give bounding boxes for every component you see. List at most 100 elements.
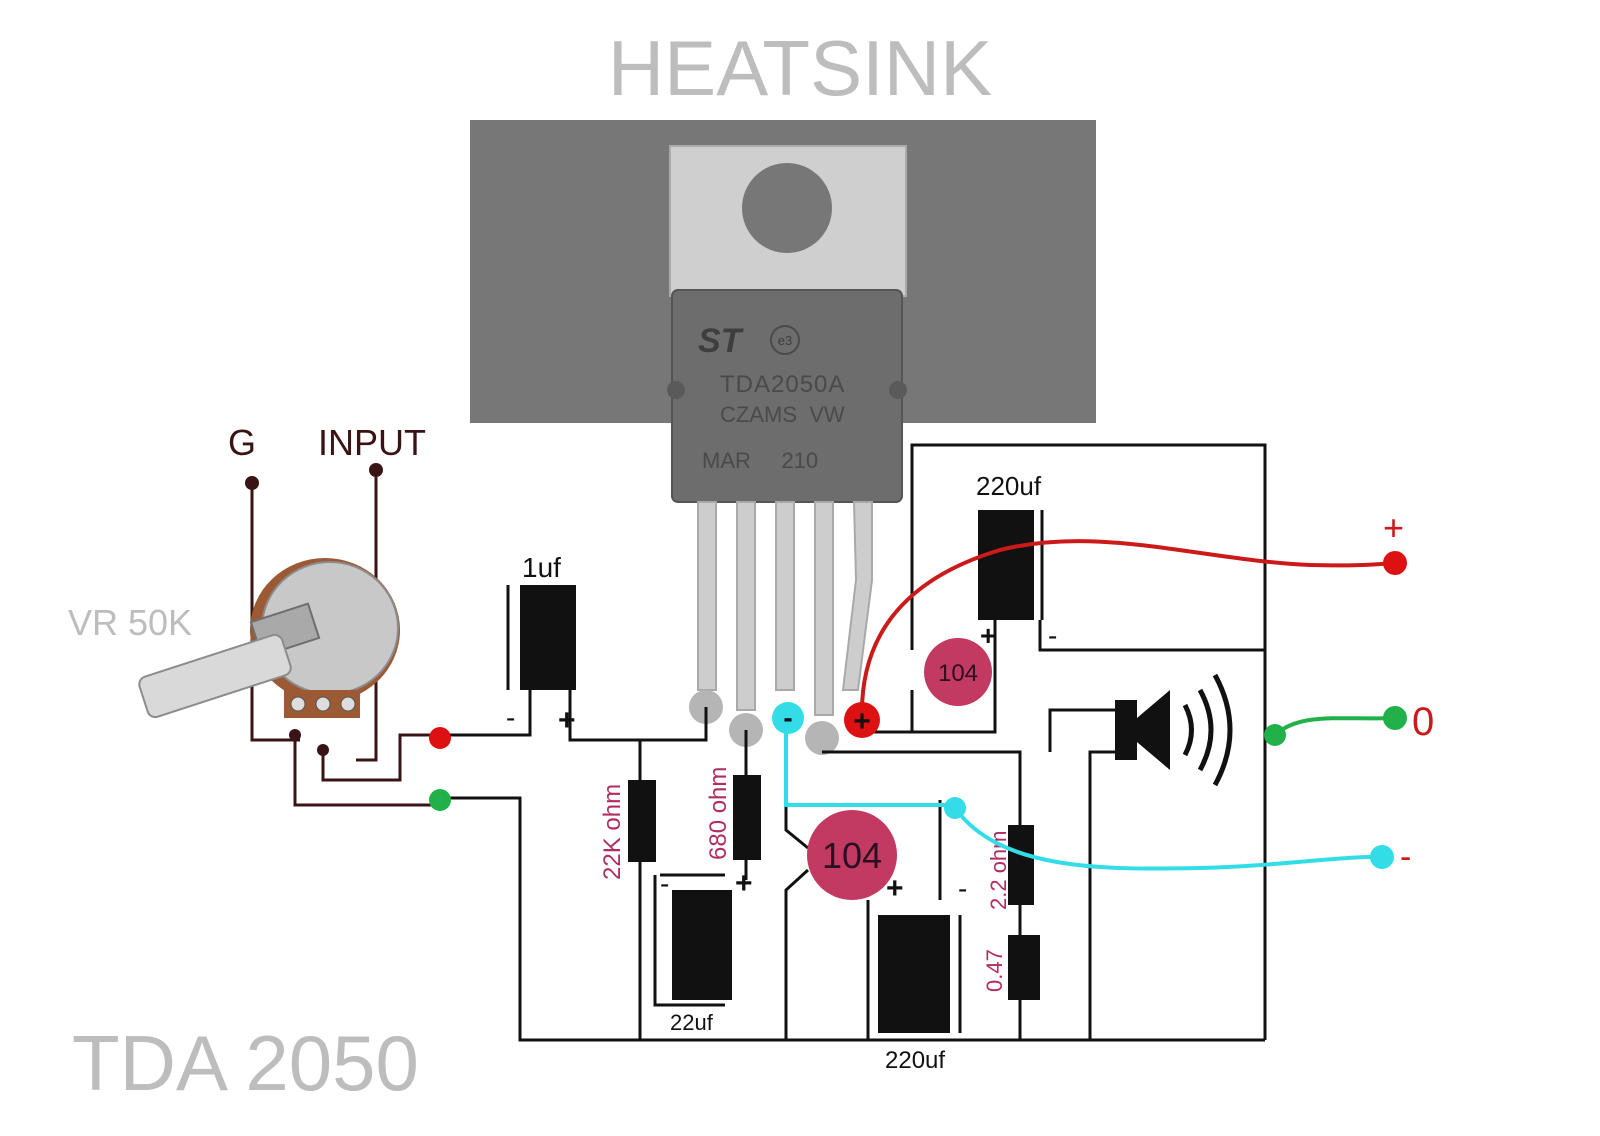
wire-output [822,750,1022,825]
cap-1uf-body [520,585,576,690]
pin-2 [736,501,756,711]
cap-220uf-top-body [978,510,1034,620]
input-signal-pad [429,727,451,749]
sound-wave-3 [1212,673,1233,787]
supply-minus-terminal [1370,845,1394,869]
cap-22uf: - + 22uf [660,867,753,1035]
cap-22uf-minus: - [660,868,669,899]
cap-1uf-label: 1uf [522,552,561,583]
g-label: G [228,422,256,463]
pot-joint-1 [289,729,301,741]
mounting-hole [742,163,832,253]
pot-shaft [138,633,292,719]
cap-220uf-bottom-minus: - [958,873,967,904]
cap-104-top [924,638,992,706]
res-047-body [1008,935,1040,1000]
pot-wiring [250,470,440,807]
pin4-minus-mark: - [783,702,792,733]
input-ground-pad [429,789,451,811]
input-label: INPUT [318,422,426,463]
cap-1uf: 1uf - + [506,552,576,737]
wire-104-gnd [784,868,810,1040]
cap-104-mid-label: 104 [822,835,882,876]
pot-pin-3 [340,696,356,712]
pin-4 [814,501,834,716]
g-terminal-dot [245,476,259,490]
cap-220uf-top: 220uf + - [976,471,1057,651]
pin-4-pad [805,721,839,755]
st-logo: ST [698,322,745,360]
tda2050-chip: ST e3 TDA2050A CZAMS VW MAR 210 [667,145,907,755]
minus-junction-dot [944,797,966,819]
cap-220uf-top-minus: - [1048,620,1057,651]
speaker-magnet [1115,700,1137,760]
pot-label: VR 50K [68,602,192,643]
pin5-plus-pad [844,702,880,738]
cap-220uf-bottom: + - 220uf [878,872,967,1074]
supply-minus-wire-b [953,806,1383,871]
wire-22uf-bracket [653,875,725,1007]
cap-1uf-plus: + [558,704,576,737]
footer-title: TDA 2050 [72,1019,419,1107]
speaker-icon [1115,673,1233,787]
res-047-label: 0.47 [982,949,1007,992]
wire-speaker-minus [1088,750,1115,1040]
wire-pot-wiper [321,733,440,782]
sound-wave-1 [1182,703,1194,757]
heatsink-title: HEATSINK [608,24,992,112]
pot-joint-2 [317,744,329,756]
pin5-plus-mark: + [853,705,871,738]
chip-notch-left [667,381,685,399]
cap-22uf-plus: + [735,867,753,900]
chip-marking-date: MAR 210 [702,448,818,473]
cap-220uf-bottom-label: 220uf [885,1047,945,1074]
supply-zero-wire [1273,716,1396,737]
wire-ground-return [440,796,1265,1042]
res-680-body [733,775,761,860]
supply-plus-terminal [1383,551,1407,575]
pot-pin-1 [290,696,306,712]
black-wiring [440,443,1267,1042]
supply-minus-label: - [1400,838,1411,876]
pin4-minus-pad [772,702,804,734]
supply-plus-wire [859,539,1396,719]
cap-22uf-label: 22uf [670,1010,714,1035]
cap-220uf-bottom-plus: + [886,872,904,905]
cap-1uf-minus: - [506,702,515,733]
cap-220uf-bottom-body [878,915,950,1033]
res-22k-body [628,780,656,862]
wire-top-box [910,443,1267,652]
supply-zero-terminal [1383,706,1407,730]
wire-plus-rail [855,620,997,734]
supply-plus-label: + [1383,507,1404,548]
wire-1uf-plus [568,690,708,742]
supply-zero-label: 0 [1412,700,1434,744]
pin-3 [775,501,795,691]
sound-wave-2 [1197,688,1214,772]
cap-22uf-body [672,890,732,1000]
wire-pot-gnd [293,735,440,807]
zero-junction-dot [1264,724,1286,746]
cap-104-mid [807,810,897,900]
pin-5 [841,501,873,691]
cap-104-top-label: 104 [938,660,978,687]
chip-notch-right [889,381,907,399]
chip-marking-lot: CZAMS VW [720,402,845,427]
input-terminal-dot [369,463,383,477]
wire-g [250,483,300,742]
wire-1uf-minus [440,690,532,737]
potentiometer [138,558,400,719]
wire-pin3-104 [784,715,809,850]
wire-speaker-plus [1048,708,1115,752]
wire-input [356,470,378,762]
e3-mark: e3 [778,333,792,348]
supply-minus-wire-a [784,720,955,807]
res-2-2-body [1008,825,1034,905]
speaker-cone [1137,690,1170,770]
e3-mark-ring [770,325,800,355]
res-680-label: 680 ohm [705,767,732,860]
res-22k-label: 22K ohm [599,784,626,880]
pot-pin-2 [315,696,331,712]
